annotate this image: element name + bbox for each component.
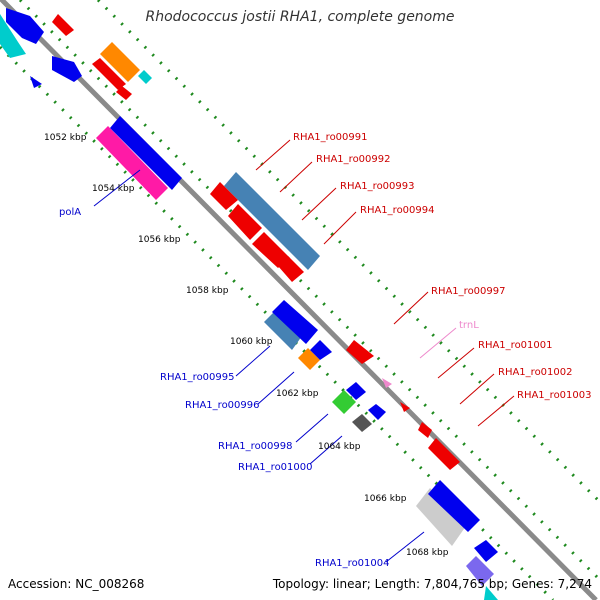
gene-arrow[interactable] — [428, 480, 480, 532]
gene-ro00993[interactable] — [228, 204, 262, 240]
gene-arrow[interactable] — [368, 404, 386, 420]
gene-ro00997[interactable] — [346, 340, 374, 364]
gene-ro00995[interactable] — [264, 310, 302, 350]
gene-arrow[interactable] — [278, 256, 304, 282]
gene-label[interactable]: RHA1_ro01004 — [315, 558, 390, 569]
scale-label: 1064 kbp — [318, 442, 361, 452]
gene-ro00992[interactable] — [210, 182, 238, 210]
reverse-strand-genes — [0, 8, 498, 600]
gene-arrow[interactable] — [52, 56, 82, 82]
label-leader-lines — [93, 139, 515, 563]
gene-arrow[interactable] — [346, 382, 366, 400]
scale-label: 1052 kbp — [44, 133, 87, 143]
scale-label: 1060 kbp — [230, 337, 273, 347]
accession-text: Accession: NC_008268 — [8, 577, 145, 591]
gene-label[interactable]: RHA1_ro00998 — [218, 441, 293, 452]
gene-label[interactable]: RHA1_ro00995 — [160, 372, 235, 383]
scale-label: 1058 kbp — [186, 286, 229, 296]
gene-labels-left: polA RHA1_ro00995 RHA1_ro00996 RHA1_ro00… — [59, 207, 390, 569]
gene-trnL[interactable] — [382, 378, 392, 388]
gene-label[interactable]: RHA1_ro00993 — [340, 181, 415, 192]
scale-label: 1066 kbp — [364, 494, 407, 504]
gene-arrow[interactable] — [0, 14, 26, 58]
genome-summary-text: Topology: linear; Length: 7,804,765 bp; … — [272, 577, 592, 591]
gene-label[interactable]: RHA1_ro00991 — [293, 132, 368, 143]
gene-polA[interactable] — [96, 126, 168, 200]
gene-arrow[interactable] — [310, 340, 332, 360]
gene-ro00994[interactable] — [252, 232, 290, 268]
scale-labels: 1052 kbp 1054 kbp 1056 kbp 1058 kbp 1060… — [44, 133, 449, 558]
gene-labels-right: RHA1_ro00991 RHA1_ro00992 RHA1_ro00993 R… — [293, 132, 592, 401]
gene-arrow[interactable] — [30, 76, 42, 88]
gene-arrow[interactable] — [110, 116, 182, 190]
gene-arrow[interactable] — [484, 586, 498, 600]
scale-label: 1054 kbp — [92, 184, 135, 194]
gene-arrow[interactable] — [116, 86, 132, 100]
gene-label[interactable]: RHA1_ro01001 — [478, 340, 553, 351]
gene-label[interactable]: RHA1_ro00997 — [431, 286, 506, 297]
gene-ro00996[interactable] — [298, 348, 320, 370]
gene-label[interactable]: RHA1_ro00992 — [316, 154, 391, 165]
gene-arrow[interactable] — [92, 58, 126, 90]
gene-arrow[interactable] — [272, 300, 318, 344]
gene-label[interactable]: RHA1_ro00996 — [185, 400, 260, 411]
gene-arrow[interactable] — [474, 540, 498, 562]
gene-arrow[interactable] — [100, 42, 140, 82]
gene-label[interactable]: trnL — [459, 320, 479, 331]
gene-label[interactable]: RHA1_ro00994 — [360, 205, 435, 216]
gene-ro01000[interactable] — [352, 414, 372, 432]
gene-ro01002[interactable] — [418, 422, 432, 438]
gene-ro00998[interactable] — [332, 390, 356, 414]
gene-ro01003[interactable] — [428, 438, 460, 470]
gene-ro01004[interactable] — [416, 488, 466, 546]
map-title: Rhodococcus jostii RHA1, complete genome — [145, 9, 455, 25]
forward-strand-genes — [52, 14, 460, 470]
gene-label[interactable]: RHA1_ro01002 — [498, 367, 573, 378]
gene-label[interactable]: RHA1_ro01003 — [517, 390, 592, 401]
gene-label[interactable]: RHA1_ro01000 — [238, 462, 313, 473]
gene-label[interactable]: polA — [59, 207, 81, 218]
gene-ro00991[interactable] — [224, 172, 320, 270]
gene-arrow[interactable] — [466, 556, 494, 586]
gene-ro01001[interactable] — [400, 402, 410, 412]
scale-label: 1056 kbp — [138, 235, 181, 245]
gene-arrow[interactable] — [6, 8, 44, 44]
scale-label: 1068 kbp — [406, 548, 449, 558]
gene-arrow[interactable] — [138, 70, 152, 84]
gene-arrow[interactable] — [52, 14, 74, 36]
scale-label: 1062 kbp — [276, 389, 319, 399]
